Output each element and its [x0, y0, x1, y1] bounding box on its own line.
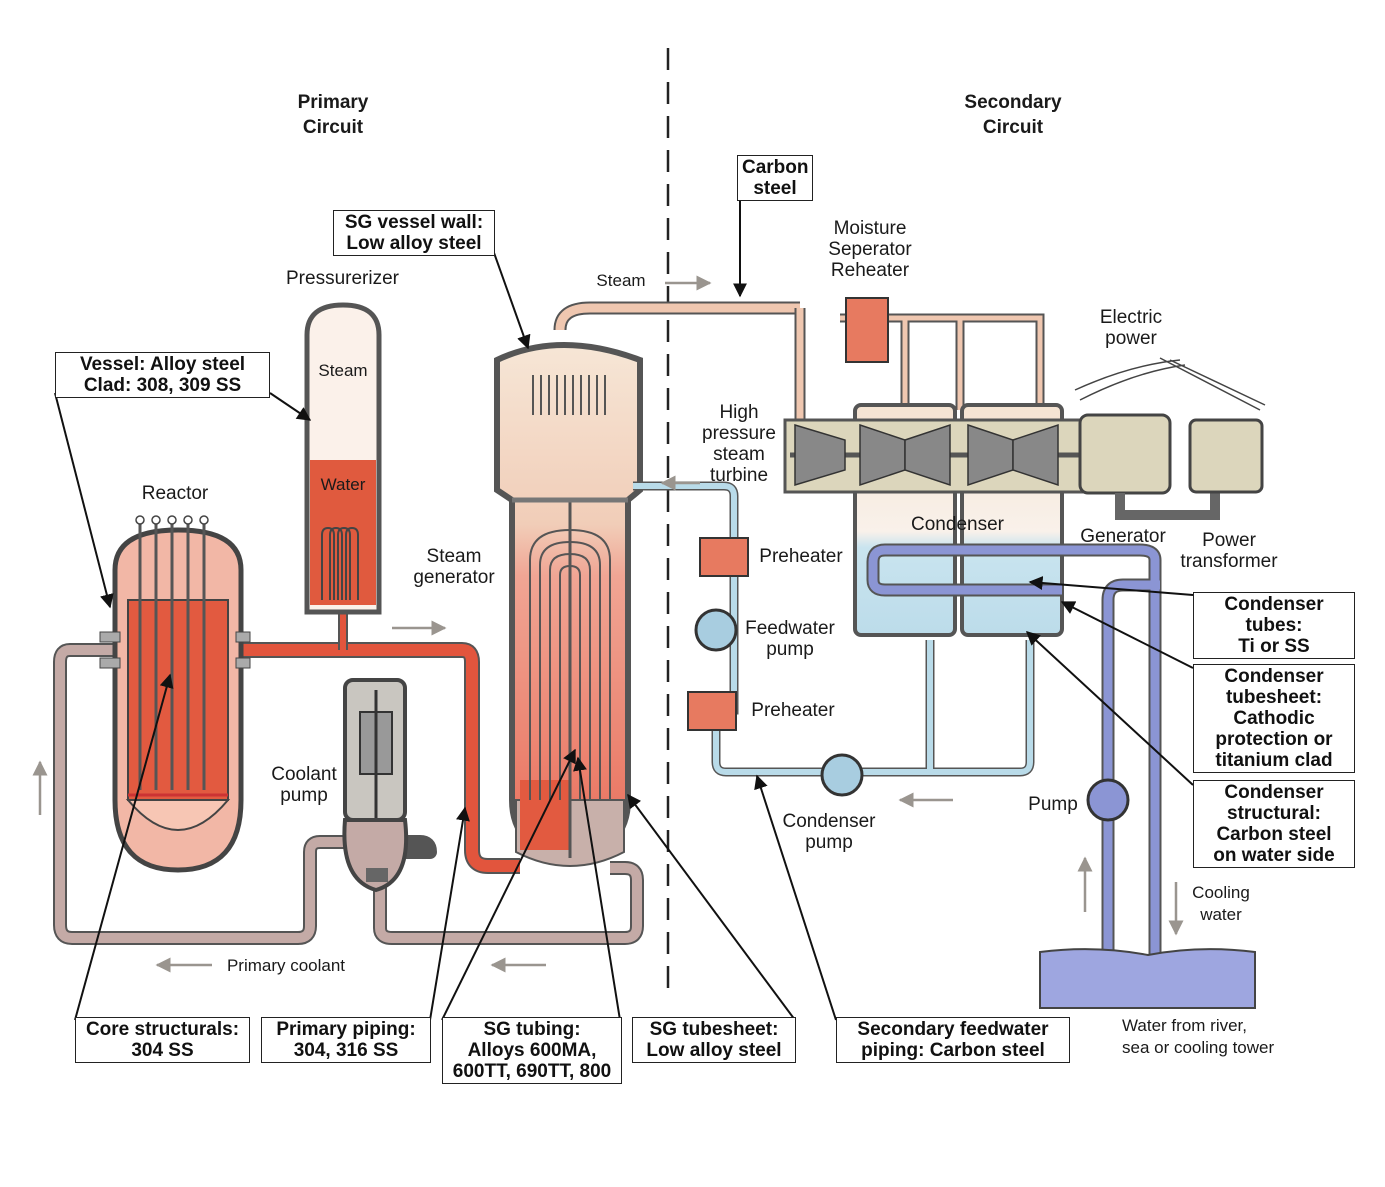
condenser-pump-shape [820, 753, 864, 797]
water-source-label: Water from river, sea or cooling tower [1122, 1016, 1275, 1057]
turbine-casing [783, 418, 1090, 494]
vessel-callout: Vessel: Alloy steel Clad: 308, 309 SS [55, 352, 270, 398]
preheater-top-label: Preheater [759, 546, 843, 567]
condenser-tubesheet-callout: Condenser tubesheet: Cathodic protection… [1193, 664, 1355, 773]
moisture-separator-label: Moisture Seperator Reheater [828, 218, 912, 281]
carbon-steel-callout: Carbon steel [737, 155, 813, 201]
pump-label: Pump [1028, 794, 1078, 815]
steam-flow-label: Steam [596, 271, 646, 290]
reactor-label: Reactor [141, 483, 209, 504]
coolant-pump-body [342, 678, 409, 893]
preheater-top-shape [699, 537, 749, 577]
pressurizer-water-label: Water [320, 475, 366, 494]
primary-coolant-label: Primary coolant [226, 956, 346, 975]
preheater-bottom-shape [687, 691, 737, 731]
condenser-structural-callout: Condenser structural: Carbon steel on wa… [1193, 780, 1355, 868]
steam-generator-vessel [494, 301, 800, 867]
coolant-pump-label: Coolant pump [271, 764, 337, 806]
pressurizer-steam-label: Steam [318, 361, 368, 380]
steam-generator-label: Steam generator [413, 546, 495, 588]
primary-piping-callout: Primary piping: 304, 316 SS [261, 1017, 431, 1063]
condenser-pump-label: Condenser pump [782, 811, 876, 853]
sg-tubesheet-callout: SG tubesheet: Low alloy steel [632, 1017, 796, 1063]
secondary-circuit-heading: Secondary Circuit [964, 92, 1062, 138]
feedwater-pump-label: Feedwater pump [745, 618, 835, 660]
electric-power-label: Electric power [1099, 307, 1163, 349]
power-transformer-label: Power transformer [1180, 530, 1278, 572]
feedwater-pump-shape [694, 608, 738, 652]
pressurizer-label: Pressurerizer [286, 268, 399, 289]
condenser-label: Condenser [911, 514, 1004, 535]
hp-turbine-label: High pressure steam turbine [702, 402, 776, 486]
cooling-basin [1039, 948, 1256, 1009]
sg-tubing-callout: SG tubing: Alloys 600MA, 600TT, 690TT, 8… [442, 1017, 622, 1084]
cooling-pump-shape [1086, 778, 1130, 822]
preheater-bottom-label: Preheater [751, 700, 835, 721]
sg-vessel-wall-callout: SG vessel wall: Low alloy steel [333, 210, 495, 256]
pressurizer-vessel [304, 302, 382, 615]
transformer-shape [1188, 418, 1264, 494]
secondary-feedwater-callout: Secondary feedwater piping: Carbon steel [836, 1017, 1070, 1063]
cooling-water-label: Cooling water [1192, 883, 1250, 924]
core-structurals-callout: Core structurals: 304 SS [75, 1017, 250, 1063]
generator-shape [1078, 413, 1172, 495]
moisture-separator-shape [845, 297, 889, 363]
generator-label: Generator [1080, 526, 1166, 547]
reactor-vessel [99, 515, 251, 873]
condenser-tubes-callout: Condenser tubes: Ti or SS [1193, 592, 1355, 659]
primary-circuit-heading: Primary Circuit [297, 92, 369, 138]
